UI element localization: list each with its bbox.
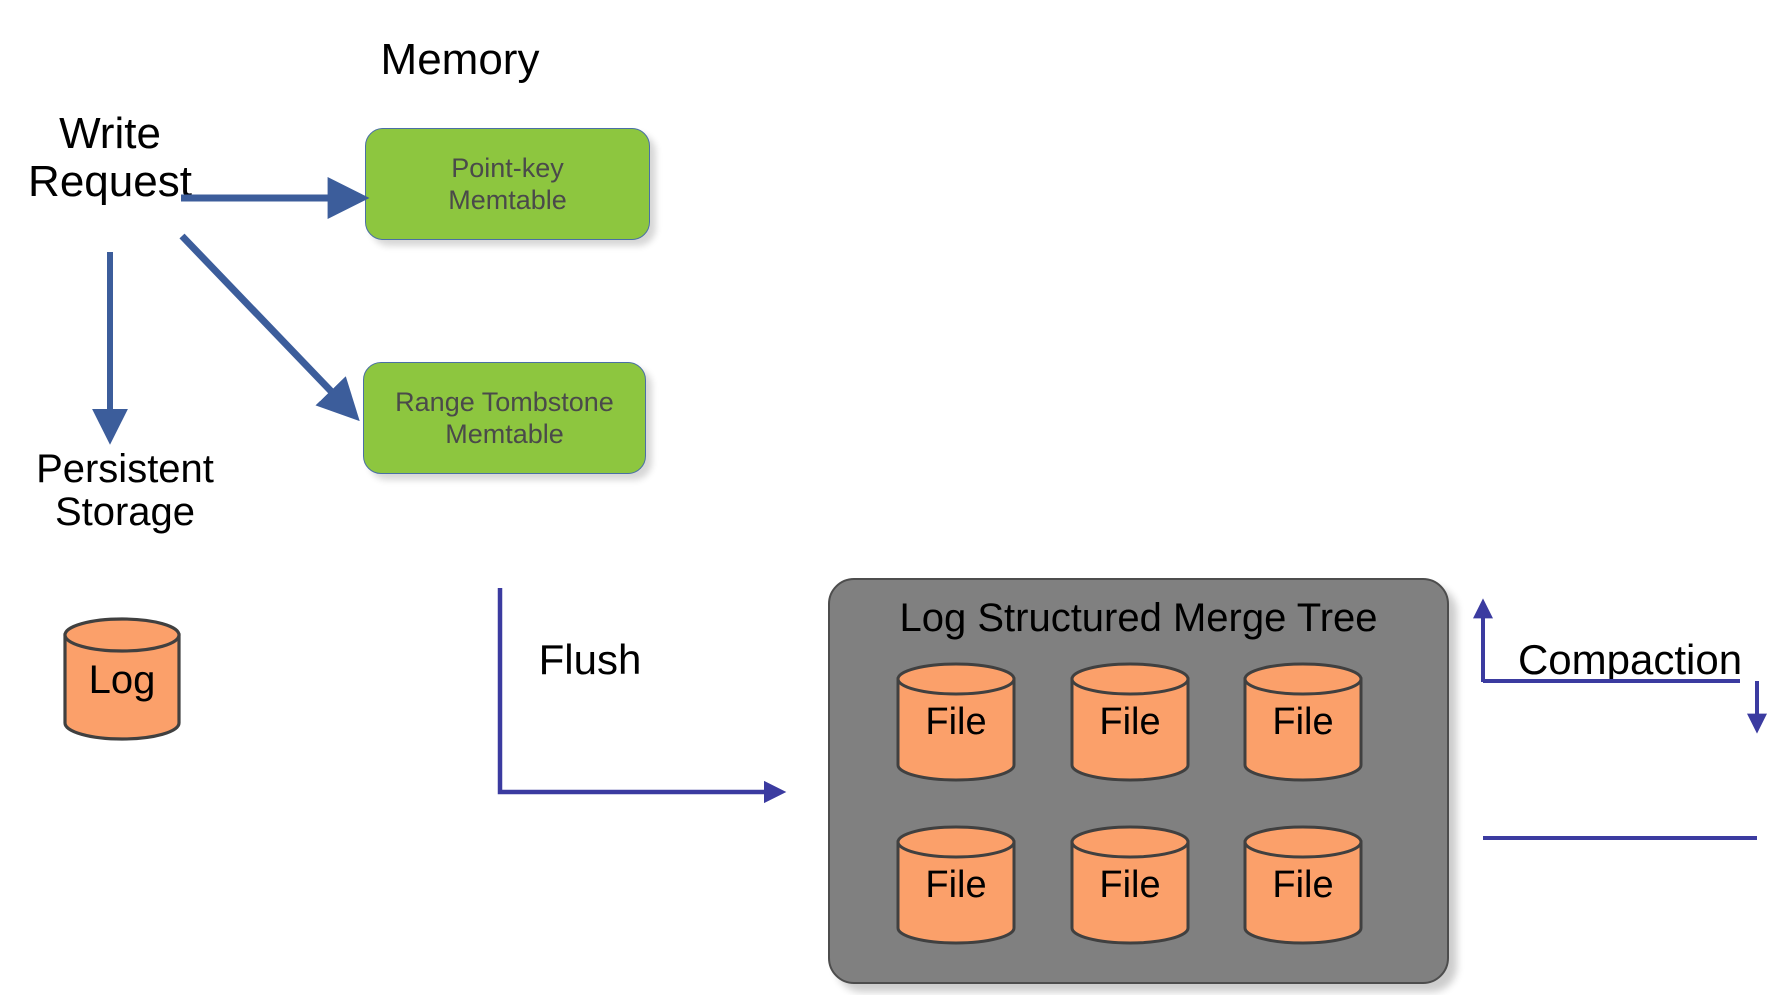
compaction-label: Compaction xyxy=(1517,636,1743,683)
cylinder-shape xyxy=(63,617,181,741)
point-key-memtable-label: Point-key Memtable xyxy=(448,152,567,215)
lsm-tree-title: Log Structured Merge Tree xyxy=(899,596,1378,640)
file-cylinder-label: File xyxy=(1099,701,1161,743)
persistent-storage-label: Persistent Storage xyxy=(36,447,214,535)
cylinder-shape xyxy=(896,662,1016,782)
write-request-label: Write Request xyxy=(28,109,192,206)
cylinder-shape xyxy=(1243,825,1363,945)
file-cylinder[interactable]: File xyxy=(896,825,1016,946)
arrow-write-to-range-tombstone xyxy=(179,233,360,422)
file-cylinder-label: File xyxy=(1099,864,1161,906)
range-tombstone-memtable-label: Range Tombstone Memtable xyxy=(395,386,614,449)
cylinder-shape xyxy=(896,825,1016,945)
file-cylinder[interactable]: File xyxy=(1070,662,1190,783)
file-cylinder[interactable]: File xyxy=(1070,825,1190,946)
file-cylinder[interactable]: File xyxy=(896,662,1016,783)
memory-label: Memory xyxy=(380,35,540,84)
flush-label: Flush xyxy=(538,636,642,683)
file-cylinder-label: File xyxy=(1272,864,1334,906)
cylinder-shape xyxy=(1070,662,1190,782)
cylinder-shape xyxy=(1070,825,1190,945)
file-cylinder-label: File xyxy=(925,701,987,743)
arrow-flush xyxy=(497,588,787,804)
log-cylinder-label: Log xyxy=(88,658,156,702)
log-cylinder[interactable]: Log xyxy=(63,617,181,741)
file-cylinder[interactable]: File xyxy=(1243,825,1363,946)
point-key-memtable-box[interactable]: Point-key Memtable xyxy=(365,128,650,240)
range-tombstone-memtable-box[interactable]: Range Tombstone Memtable xyxy=(363,362,646,474)
file-cylinder-label: File xyxy=(925,864,987,906)
cylinder-shape xyxy=(1243,662,1363,782)
file-cylinder[interactable]: File xyxy=(1243,662,1363,783)
file-cylinder-label: File xyxy=(1272,701,1334,743)
